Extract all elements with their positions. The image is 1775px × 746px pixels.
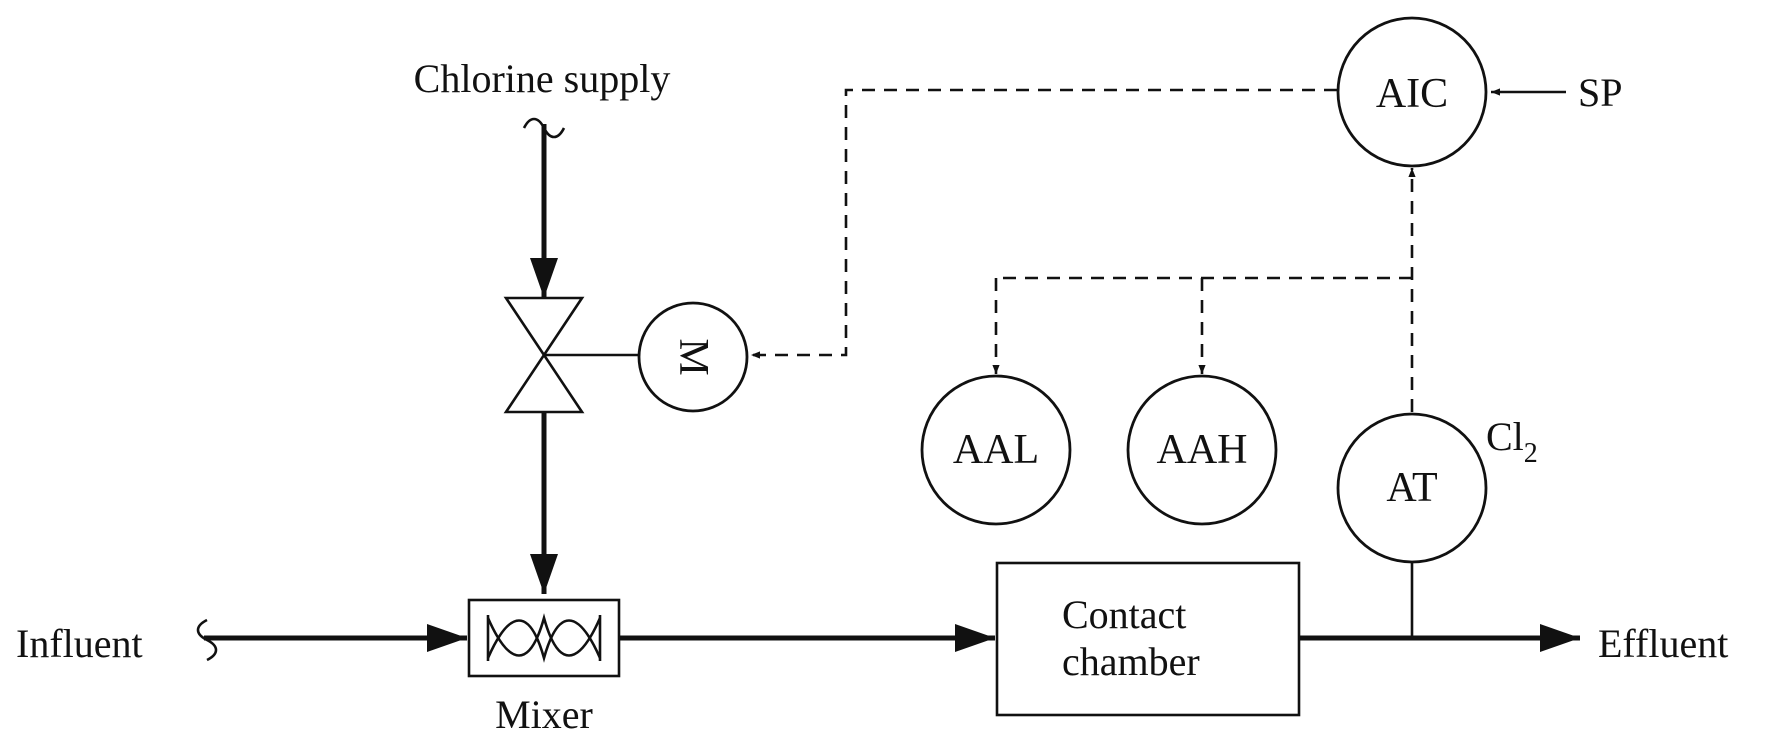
mixer-label: Mixer (495, 692, 593, 737)
analyzer-controller-bubble (1336, 16, 1488, 168)
analyte-subscript: 2 (1524, 438, 1538, 469)
chlorine-supply-label: Chlorine supply (414, 56, 671, 101)
analyte-label: Cl2 (1486, 414, 1538, 469)
analyzer-transmitter-label: AT (1386, 465, 1437, 511)
analyzer-controller-label: AIC (1376, 71, 1448, 117)
high-alarm-label: AAH (1157, 427, 1248, 473)
high-alarm-bubble (1126, 374, 1278, 526)
low-alarm-label: AAL (953, 427, 1039, 473)
motor-actuator-label: M (670, 338, 716, 375)
setpoint-label: SP (1578, 70, 1623, 115)
controller-output-signal-line (751, 88, 1337, 359)
mixer-box (467, 598, 621, 678)
low-alarm-bubble (920, 374, 1072, 526)
control-valve-lower (503, 352, 585, 414)
analyzer-transmitter-bubble (1336, 412, 1488, 564)
motor-actuator-bubble (637, 301, 749, 413)
effluent-label: Effluent (1598, 621, 1728, 666)
mixer-element-icon (486, 613, 602, 663)
contact-chamber-label-line2: chamber (1062, 639, 1200, 684)
influent-label: Influent (16, 621, 143, 666)
contact-chamber-label-line1: Contact (1062, 592, 1186, 637)
control-valve-upper (503, 296, 585, 358)
